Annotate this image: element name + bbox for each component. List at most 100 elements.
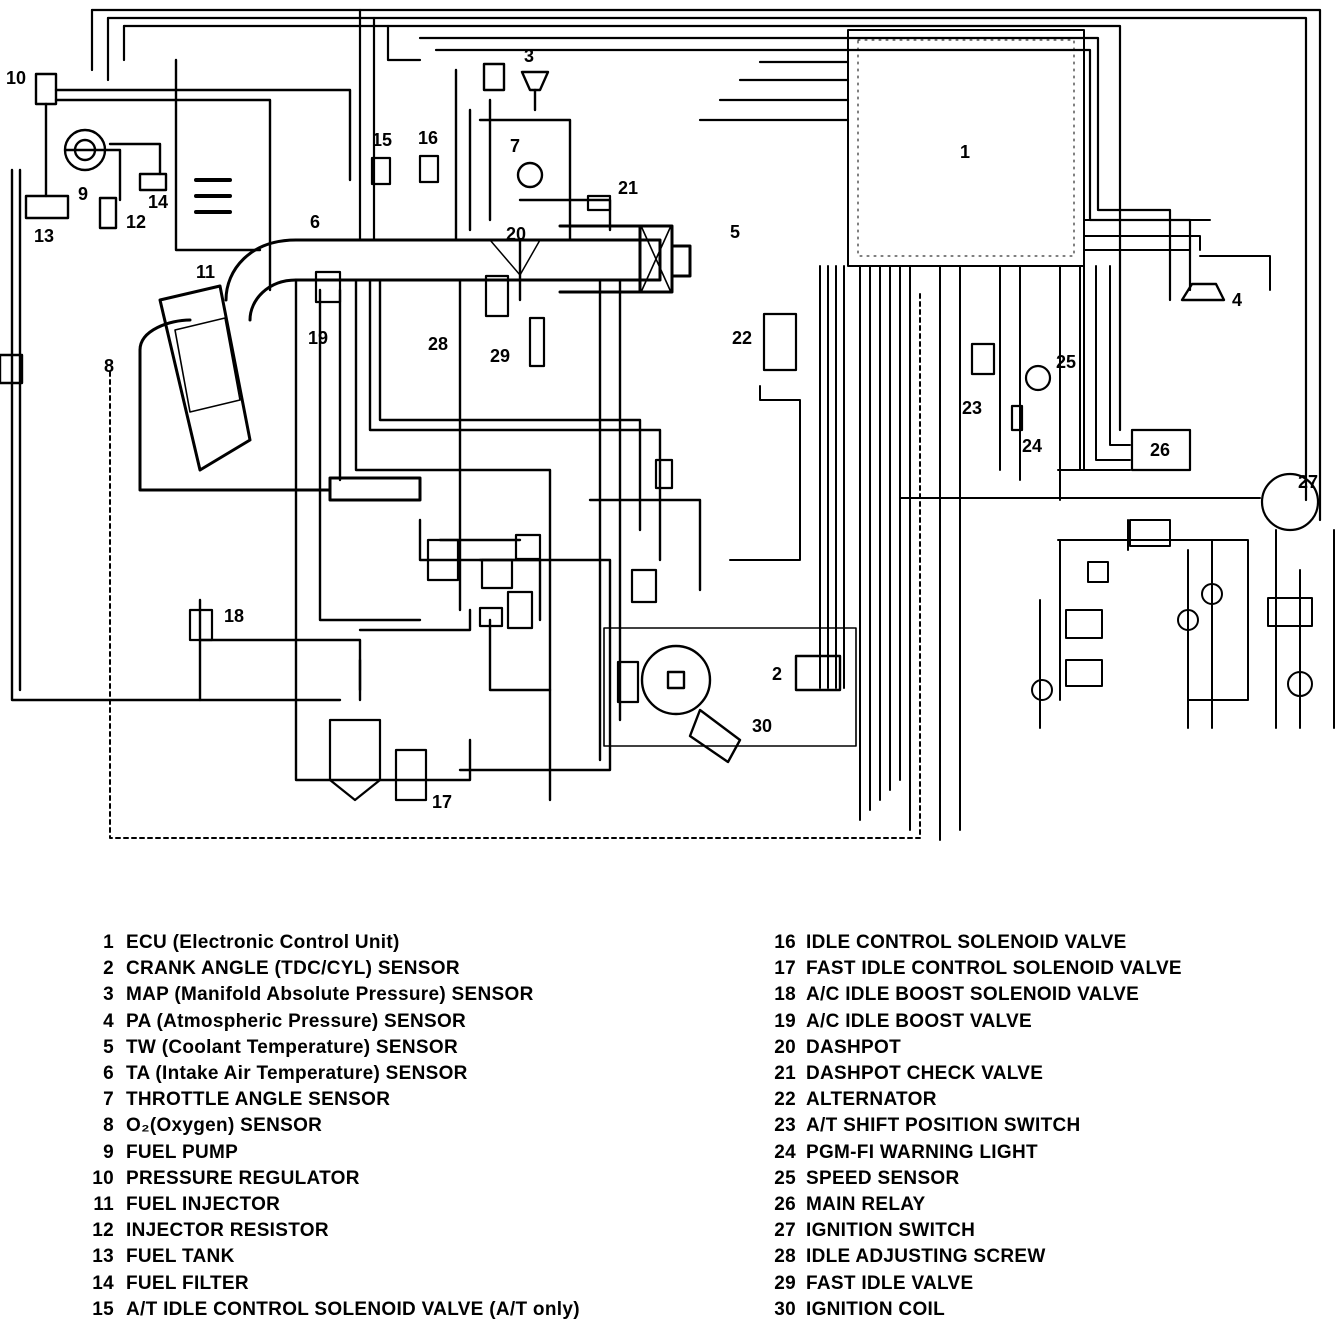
callout-17: 17 (432, 792, 452, 812)
legend-label: PRESSURE REGULATOR (126, 1167, 360, 1189)
legend-number: 8 (103, 1115, 114, 1137)
callout-4: 4 (1232, 290, 1242, 310)
callout-12: 12 (126, 212, 146, 232)
callout-3: 3 (524, 46, 534, 66)
solenoid-valves (188, 154, 674, 802)
legend-label: FUEL TANK (126, 1246, 235, 1268)
legend-label: THROTTLE ANGLE SENSOR (126, 1089, 391, 1111)
legend-label: FUEL PUMP (126, 1141, 239, 1163)
callout-8: 8 (104, 356, 114, 376)
legend-number: 24 (774, 1141, 796, 1163)
legend-number: 18 (774, 984, 796, 1006)
legend-number: 5 (103, 1036, 114, 1058)
distributor (603, 627, 857, 764)
legend-item: 9 FUEL PUMP (78, 1140, 580, 1166)
callout-20: 20 (506, 224, 526, 244)
legend-number: 9 (103, 1141, 114, 1163)
o2-sensor-wire (109, 289, 921, 839)
legend-number: 19 (774, 1010, 796, 1032)
callout-10: 10 (6, 68, 26, 88)
legend-item: 10 PRESSURE REGULATOR (78, 1166, 580, 1192)
fuel-system (0, 58, 352, 702)
map-sensor (482, 62, 550, 189)
callout-25: 25 (1056, 352, 1076, 372)
legend-item: 28 IDLE ADJUSTING SCREW (770, 1244, 1182, 1270)
legend-number: 14 (92, 1272, 114, 1294)
legend-label: PGM-FI WARNING LIGHT (806, 1141, 1038, 1163)
legend-label: IDLE ADJUSTING SCREW (806, 1246, 1046, 1268)
callout-30: 30 (752, 716, 772, 736)
top-wire-harness (90, 8, 1322, 522)
legend-label: MAIN RELAY (806, 1194, 926, 1216)
legend-label: IGNITION COIL (806, 1298, 946, 1320)
callout-29: 29 (490, 346, 510, 366)
legend-label: IGNITION SWITCH (806, 1220, 976, 1242)
legend-label: DASHPOT (806, 1036, 901, 1058)
legend-label: PA (Atmospheric Pressure) SENSOR (126, 1010, 467, 1032)
callout-16: 16 (418, 128, 438, 148)
callout-23: 23 (962, 398, 982, 418)
callout-18: 18 (224, 606, 244, 626)
fuel-injection-system-diagram: 1 2 3 4 5 6 7 8 9 10 11 12 13 14 15 16 1… (0, 8, 1335, 841)
legend-item: 5 TW (Coolant Temperature) SENSOR (78, 1035, 580, 1061)
legend-number: 17 (774, 958, 796, 980)
legend-item: 26 MAIN RELAY (770, 1192, 1182, 1218)
legend-number: 11 (93, 1194, 114, 1216)
ecu-wiring-bundle (729, 219, 1271, 841)
callout-28: 28 (428, 334, 448, 354)
legend-item: 25 SPEED SENSOR (770, 1166, 1182, 1192)
legend-number: 2 (103, 958, 114, 980)
callout-21: 21 (618, 178, 638, 198)
legend-number: 7 (103, 1089, 114, 1111)
legend-number: 1 (103, 932, 114, 953)
callout-6: 6 (310, 212, 320, 232)
legend-label: ALTERNATOR (806, 1089, 937, 1111)
callout-22: 22 (732, 328, 752, 348)
callout-19: 19 (308, 328, 328, 348)
callout-9: 9 (78, 184, 88, 204)
legend-number: 10 (92, 1167, 114, 1189)
legend-label: TW (Coolant Temperature) SENSOR (126, 1036, 458, 1058)
legend-number: 15 (92, 1298, 114, 1320)
legend-item: 24 PGM-FI WARNING LIGHT (770, 1140, 1182, 1166)
callout-13: 13 (34, 226, 54, 246)
legend-number: 27 (774, 1220, 796, 1242)
ignition-circuit (1031, 519, 1335, 729)
legend-number: 22 (774, 1089, 796, 1111)
legend-number: 26 (774, 1194, 796, 1216)
callout-14: 14 (148, 192, 168, 212)
alternator-and-switches (762, 312, 1320, 532)
callout-1: 1 (960, 142, 970, 162)
legend-item: 22 ALTERNATOR (770, 1087, 1182, 1113)
ecu-box (847, 29, 1085, 267)
legend-number: 25 (774, 1167, 796, 1189)
legend-label: FAST IDLE VALVE (806, 1272, 974, 1294)
callout-24: 24 (1022, 436, 1042, 456)
callout-labels: 1 2 3 4 5 6 7 8 9 10 11 12 13 14 15 16 1… (6, 46, 1318, 812)
legend-item: 27 IGNITION SWITCH (770, 1218, 1182, 1244)
callout-11: 11 (196, 262, 215, 282)
legend-label: SPEED SENSOR (806, 1167, 960, 1189)
legend-number: 28 (774, 1246, 796, 1268)
pa-sensor (1180, 282, 1226, 302)
legend-item: 20 DASHPOT (770, 1035, 1182, 1061)
legend-number: 20 (774, 1036, 796, 1058)
callout-15: 15 (372, 130, 392, 150)
